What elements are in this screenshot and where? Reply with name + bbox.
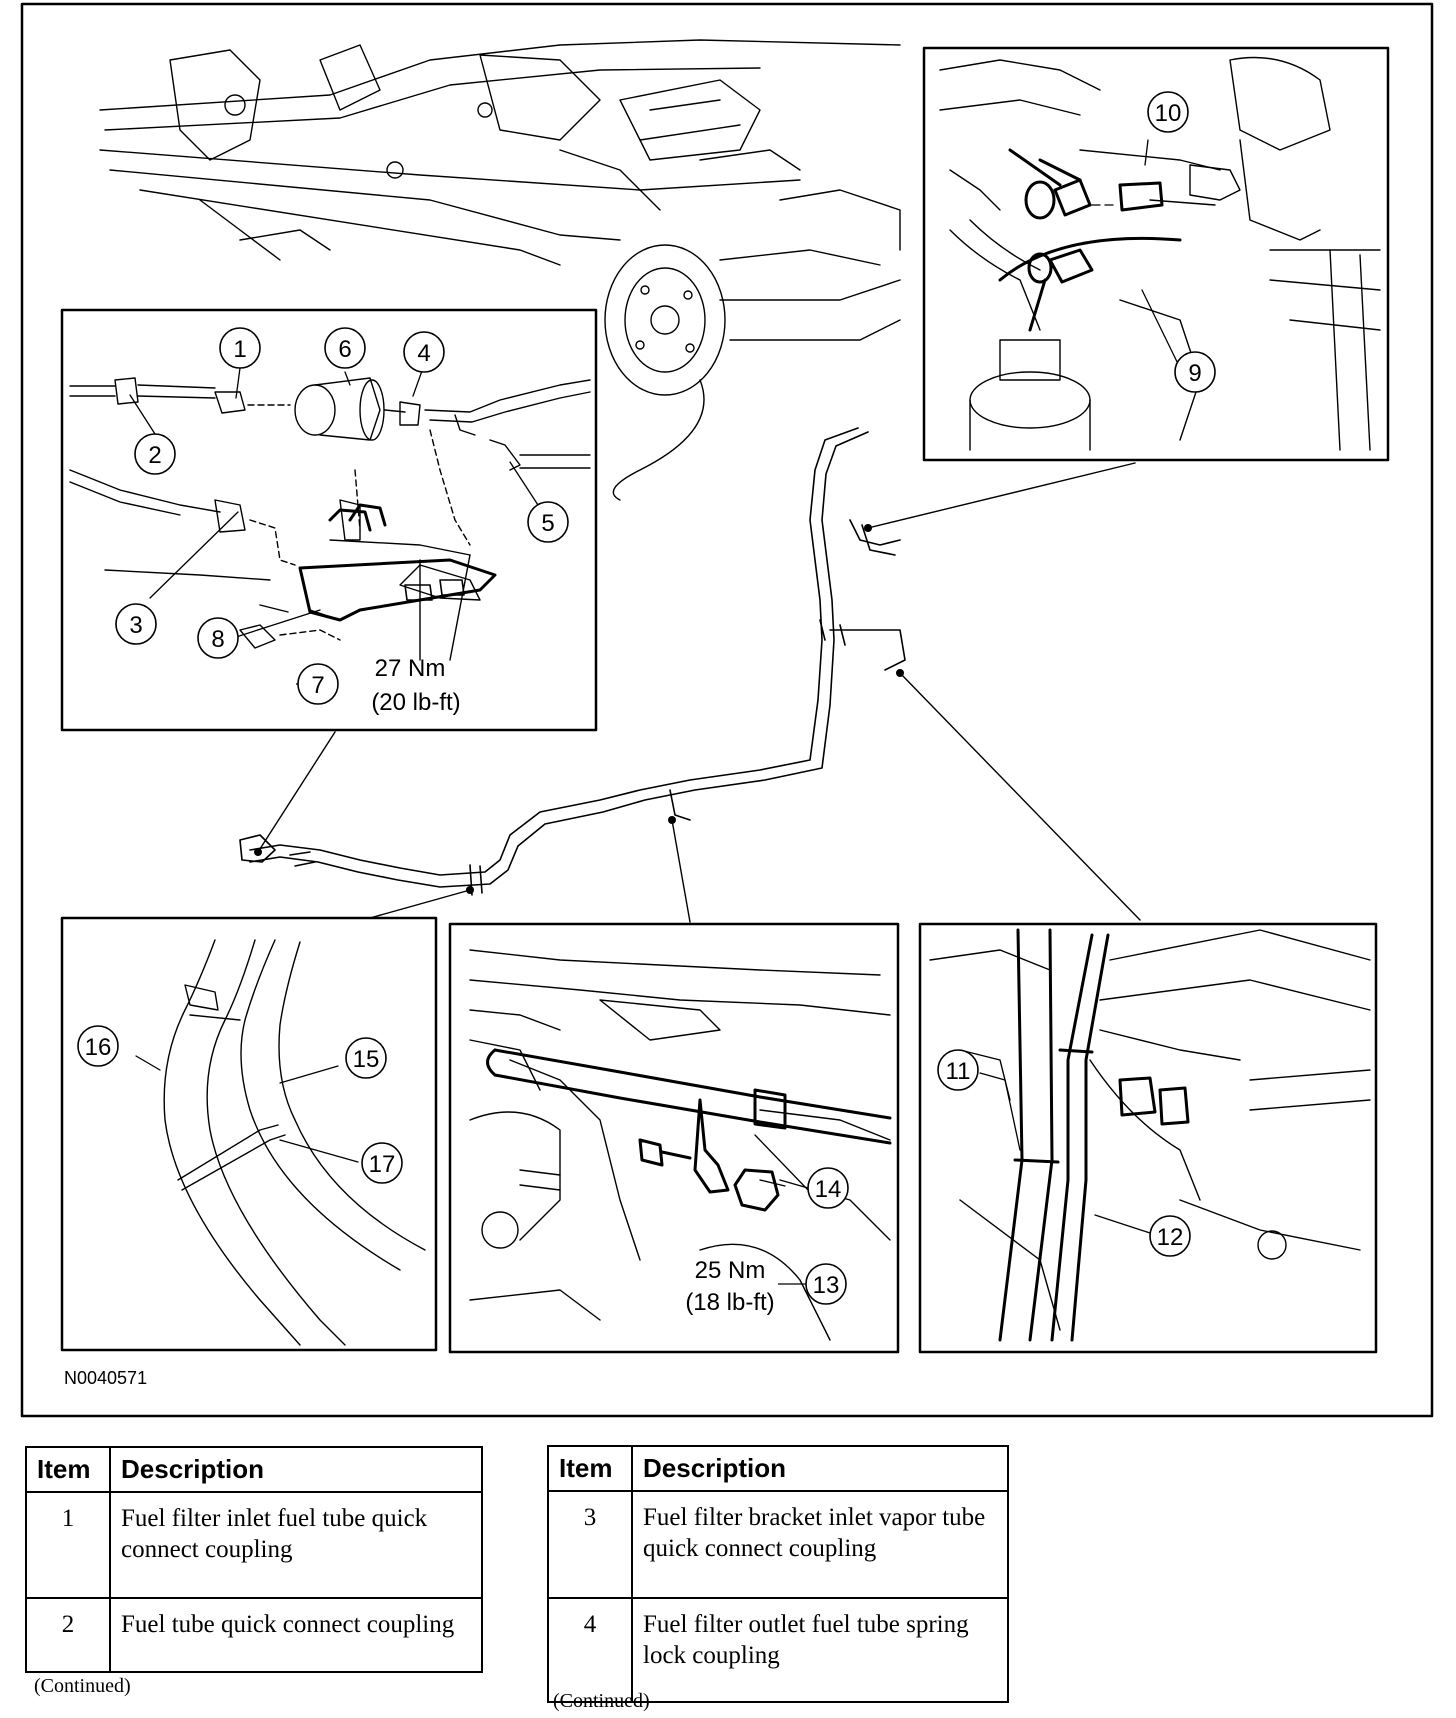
inset-vapor-connector-art: [939, 56, 1381, 451]
inset-fuel-filter: [60, 308, 598, 732]
inset-fuel-lines-art: [929, 929, 1371, 1331]
header-item: Item: [547, 1445, 633, 1492]
continued-note-right: (Continued): [553, 1690, 650, 1712]
svg-text:5: 5: [541, 510, 554, 537]
inset-tube-clip: [60, 916, 438, 1352]
callout-5: 5: [527, 501, 569, 543]
svg-text:27 Nm: 27 Nm: [375, 655, 446, 682]
inset-tube-clip-art: [163, 939, 426, 1346]
item-number: 1: [25, 1491, 111, 1599]
table-header-row: Item Description: [25, 1446, 483, 1493]
continued-note-left: (Continued): [34, 1675, 131, 1697]
table-row: 2 Fuel tube quick connect coupling: [25, 1597, 483, 1673]
callout-2: 2: [134, 433, 176, 475]
header-description: Description: [109, 1446, 483, 1493]
item-description: Fuel filter outlet fuel tube spring lock…: [631, 1597, 1009, 1703]
item-table-left: Item Description 1 Fuel filter inlet fue…: [25, 1446, 483, 1673]
svg-text:6: 6: [338, 336, 351, 363]
svg-text:3: 3: [129, 612, 142, 639]
callout-12: 12: [1149, 1215, 1191, 1257]
figure-id: N0040571: [64, 1368, 147, 1388]
svg-text:9: 9: [1188, 360, 1201, 387]
inset-vapor-connector: [922, 46, 1390, 462]
inset-bracket-nut-art: [469, 949, 891, 1341]
fuel-lines-pair: [998, 928, 1190, 1342]
svg-text:1: 1: [233, 336, 246, 363]
item-description: Fuel filter bracket inlet vapor tube qui…: [631, 1490, 1009, 1599]
bracket-bolts: [404, 579, 465, 601]
callout-3: 3: [115, 603, 157, 645]
callout-13: 13: [805, 1263, 847, 1305]
callout-17: 17: [361, 1142, 403, 1184]
svg-text:8: 8: [211, 626, 224, 653]
callout-1: 1: [219, 327, 261, 369]
fuel-filter-bracket: [298, 503, 497, 622]
svg-text:10: 10: [1155, 100, 1182, 127]
table-row: 1 Fuel filter inlet fuel tube quick conn…: [25, 1491, 483, 1599]
callout-10: 10: [1147, 91, 1189, 133]
inset-fuel-lines: [918, 922, 1378, 1354]
item-description: Fuel filter inlet fuel tube quick connec…: [109, 1491, 483, 1599]
callout-11: 11: [937, 1049, 979, 1091]
fuel-line-route: [239, 427, 906, 896]
table-header-row: Item Description: [547, 1445, 1009, 1492]
callout-15: 15: [345, 1037, 387, 1079]
table-row: 3 Fuel filter bracket inlet vapor tube q…: [547, 1490, 1009, 1599]
torque-spec-item-13: 25 Nm (18 lb-ft): [685, 1257, 774, 1316]
inset-bracket-nut: [448, 922, 900, 1354]
fuel-tube-bar: [486, 1048, 892, 1212]
svg-text:17: 17: [369, 1151, 396, 1178]
item-number: 2: [25, 1597, 111, 1673]
svg-text:13: 13: [813, 1272, 840, 1299]
callout-4: 4: [403, 331, 445, 373]
callout-leaders: [129, 139, 1183, 1234]
svg-text:7: 7: [311, 672, 324, 699]
inset-fuel-filter-art: [69, 377, 591, 649]
svg-text:(20 lb-ft): (20 lb-ft): [371, 689, 460, 716]
item-table-right: Item Description 3 Fuel filter bracket i…: [547, 1445, 1009, 1703]
svg-text:14: 14: [815, 1176, 842, 1203]
header-description: Description: [631, 1445, 1009, 1492]
item-description: Fuel tube quick connect coupling: [109, 1597, 483, 1673]
svg-text:25 Nm: 25 Nm: [695, 1257, 766, 1284]
svg-text:(18 lb-ft): (18 lb-ft): [685, 1289, 774, 1316]
callout-8: 8: [197, 617, 239, 659]
table-row: 4 Fuel filter outlet fuel tube spring lo…: [547, 1597, 1009, 1703]
svg-text:16: 16: [85, 1034, 112, 1061]
item-number: 4: [547, 1597, 633, 1703]
svg-text:11: 11: [946, 1058, 971, 1085]
callout-9: 9: [1174, 351, 1216, 393]
svg-text:15: 15: [353, 1046, 380, 1073]
svg-text:2: 2: [148, 442, 161, 469]
fuel-system-diagram: 1 6 4 2 5 3 8 7 10 9 16 15 17 14 13 11 1…: [20, 2, 1434, 1418]
callout-6: 6: [324, 327, 366, 369]
inset-vapor-connector-parts: [998, 148, 1182, 332]
callout-7: 7: [297, 663, 339, 705]
vehicle-underbody-art: [99, 39, 901, 501]
torque-spec-item-7: 27 Nm (20 lb-ft): [371, 655, 460, 716]
callout-16: 16: [77, 1025, 119, 1067]
svg-text:12: 12: [1157, 1224, 1184, 1251]
header-item: Item: [25, 1446, 111, 1493]
svg-text:4: 4: [417, 340, 430, 367]
callout-14: 14: [807, 1167, 849, 1209]
callouts: 1 6 4 2 5 3 8 7 10 9 16 15 17 14 13 11 1…: [77, 91, 1216, 1305]
item-number: 3: [547, 1490, 633, 1599]
leader-lines: [257, 462, 1141, 923]
figure-frame: [20, 2, 1434, 1418]
